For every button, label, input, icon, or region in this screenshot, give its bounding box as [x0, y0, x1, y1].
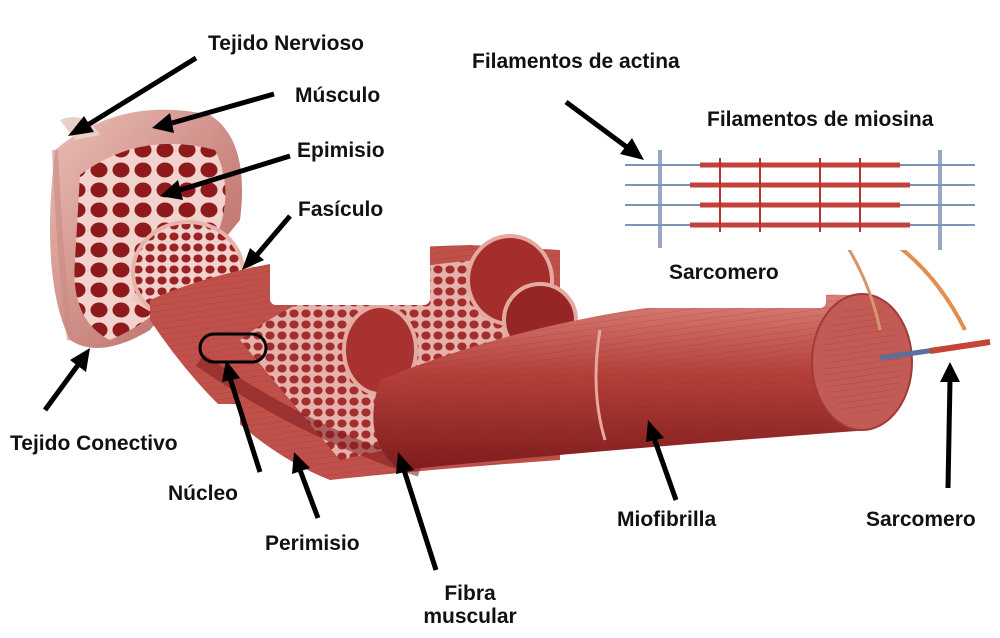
arrow-filamentos-actina [566, 102, 644, 160]
label-miofibrilla: Miofibrilla [617, 508, 716, 531]
label-nucleo: Núcleo [168, 482, 238, 505]
filament-diagram [620, 150, 980, 250]
label-musculo: Músculo [295, 84, 380, 107]
label-fibra-muscular: Fibra muscular [400, 582, 540, 628]
label-fibra-muscular-line2: muscular [400, 605, 540, 628]
label-sarcomero-bottom: Sarcomero [866, 508, 976, 531]
arrow-sarcomero [940, 362, 960, 488]
label-sarcomero-top: Sarcomero [669, 261, 779, 284]
label-epimisio: Epimisio [297, 139, 385, 162]
arrow-tejido-conectivo [45, 348, 90, 410]
label-perimisio: Perimisio [265, 532, 360, 555]
label-fibra-muscular-line1: Fibra [400, 582, 540, 605]
label-filamentos-actina: Filamentos de actina [472, 50, 680, 73]
label-filamentos-miosina: Filamentos de miosina [707, 108, 933, 131]
label-tejido-conectivo: Tejido Conectivo [10, 432, 178, 455]
label-tejido-nervioso: Tejido Nervioso [208, 32, 364, 55]
label-fasciculo: Fasículo [298, 198, 383, 221]
